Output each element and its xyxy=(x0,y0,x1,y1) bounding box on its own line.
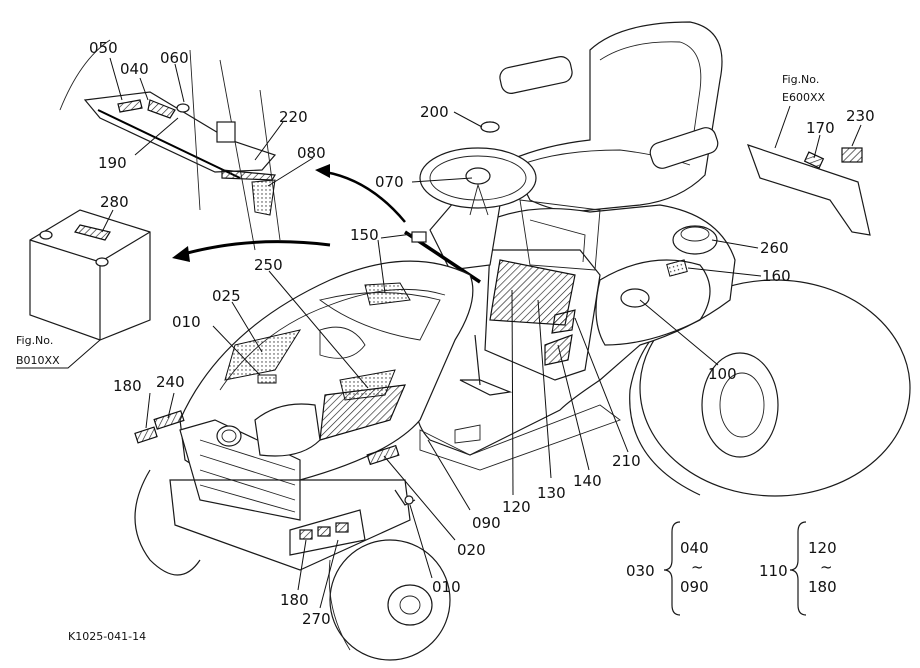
label-160: 160 xyxy=(762,267,791,285)
label-180b: 180 xyxy=(280,591,309,609)
group-030-from: 040 xyxy=(680,539,709,557)
fig-ref-battery-line2: B010XX xyxy=(16,354,60,367)
group-legend: 030 040 ~ 090 110 120 ~ 180 xyxy=(626,539,837,596)
group-030-to: 090 xyxy=(680,578,709,596)
label-100: 100 xyxy=(708,365,737,383)
rear-wheel xyxy=(629,279,911,497)
front-wheel xyxy=(328,539,451,661)
label-220: 220 xyxy=(279,108,308,126)
label-070: 070 xyxy=(375,173,404,191)
label-140: 140 xyxy=(573,472,602,490)
battery xyxy=(29,209,151,341)
label-090: 090 xyxy=(472,514,501,532)
figure-references: Fig.No. B010XX Fig.No. E600XX xyxy=(16,73,825,369)
label-010a: 010 xyxy=(172,313,201,331)
left-front-wheel xyxy=(134,469,201,576)
label-240: 240 xyxy=(156,373,185,391)
group-110-from: 120 xyxy=(808,539,837,557)
front-grille xyxy=(169,403,416,571)
label-060: 060 xyxy=(160,49,189,67)
part-labels: 050 040 060 220 080 190 280 200 070 150 … xyxy=(89,39,875,628)
label-250: 250 xyxy=(254,256,283,274)
hood xyxy=(179,260,474,482)
label-130: 130 xyxy=(537,484,566,502)
label-260: 260 xyxy=(760,239,789,257)
group-030-tilde: ~ xyxy=(691,558,704,576)
rear-decal-panel xyxy=(747,144,871,236)
label-280: 280 xyxy=(100,193,129,211)
leader-lines xyxy=(101,57,862,609)
tractor-body xyxy=(416,199,736,471)
label-270: 270 xyxy=(302,610,331,628)
group-030-parent: 030 xyxy=(626,562,655,580)
label-180a: 180 xyxy=(113,377,142,395)
group-brackets xyxy=(663,521,807,616)
label-010b: 010 xyxy=(432,578,461,596)
fig-ref-rear-line2: E600XX xyxy=(782,91,825,104)
label-190: 190 xyxy=(98,154,127,172)
label-120: 120 xyxy=(502,498,531,516)
label-200: 200 xyxy=(420,103,449,121)
label-080: 080 xyxy=(297,144,326,162)
label-210: 210 xyxy=(612,452,641,470)
label-170: 170 xyxy=(806,119,835,137)
group-110-parent: 110 xyxy=(759,562,788,580)
label-150: 150 xyxy=(350,226,379,244)
fig-ref-battery-line1: Fig.No. xyxy=(16,334,53,347)
arrows xyxy=(172,164,406,262)
label-230: 230 xyxy=(846,107,875,125)
fig-ref-rear-line1: Fig.No. xyxy=(782,73,819,86)
group-110-to: 180 xyxy=(808,578,837,596)
drawing-code: K1025-041-14 xyxy=(68,630,146,643)
label-020: 020 xyxy=(457,541,486,559)
label-025: 025 xyxy=(212,287,241,305)
seat xyxy=(499,21,723,212)
label-050: 050 xyxy=(89,39,118,57)
group-110-tilde: ~ xyxy=(820,558,833,576)
loose-decals xyxy=(134,121,500,444)
dash-panel xyxy=(59,39,281,251)
label-040: 040 xyxy=(120,60,149,78)
